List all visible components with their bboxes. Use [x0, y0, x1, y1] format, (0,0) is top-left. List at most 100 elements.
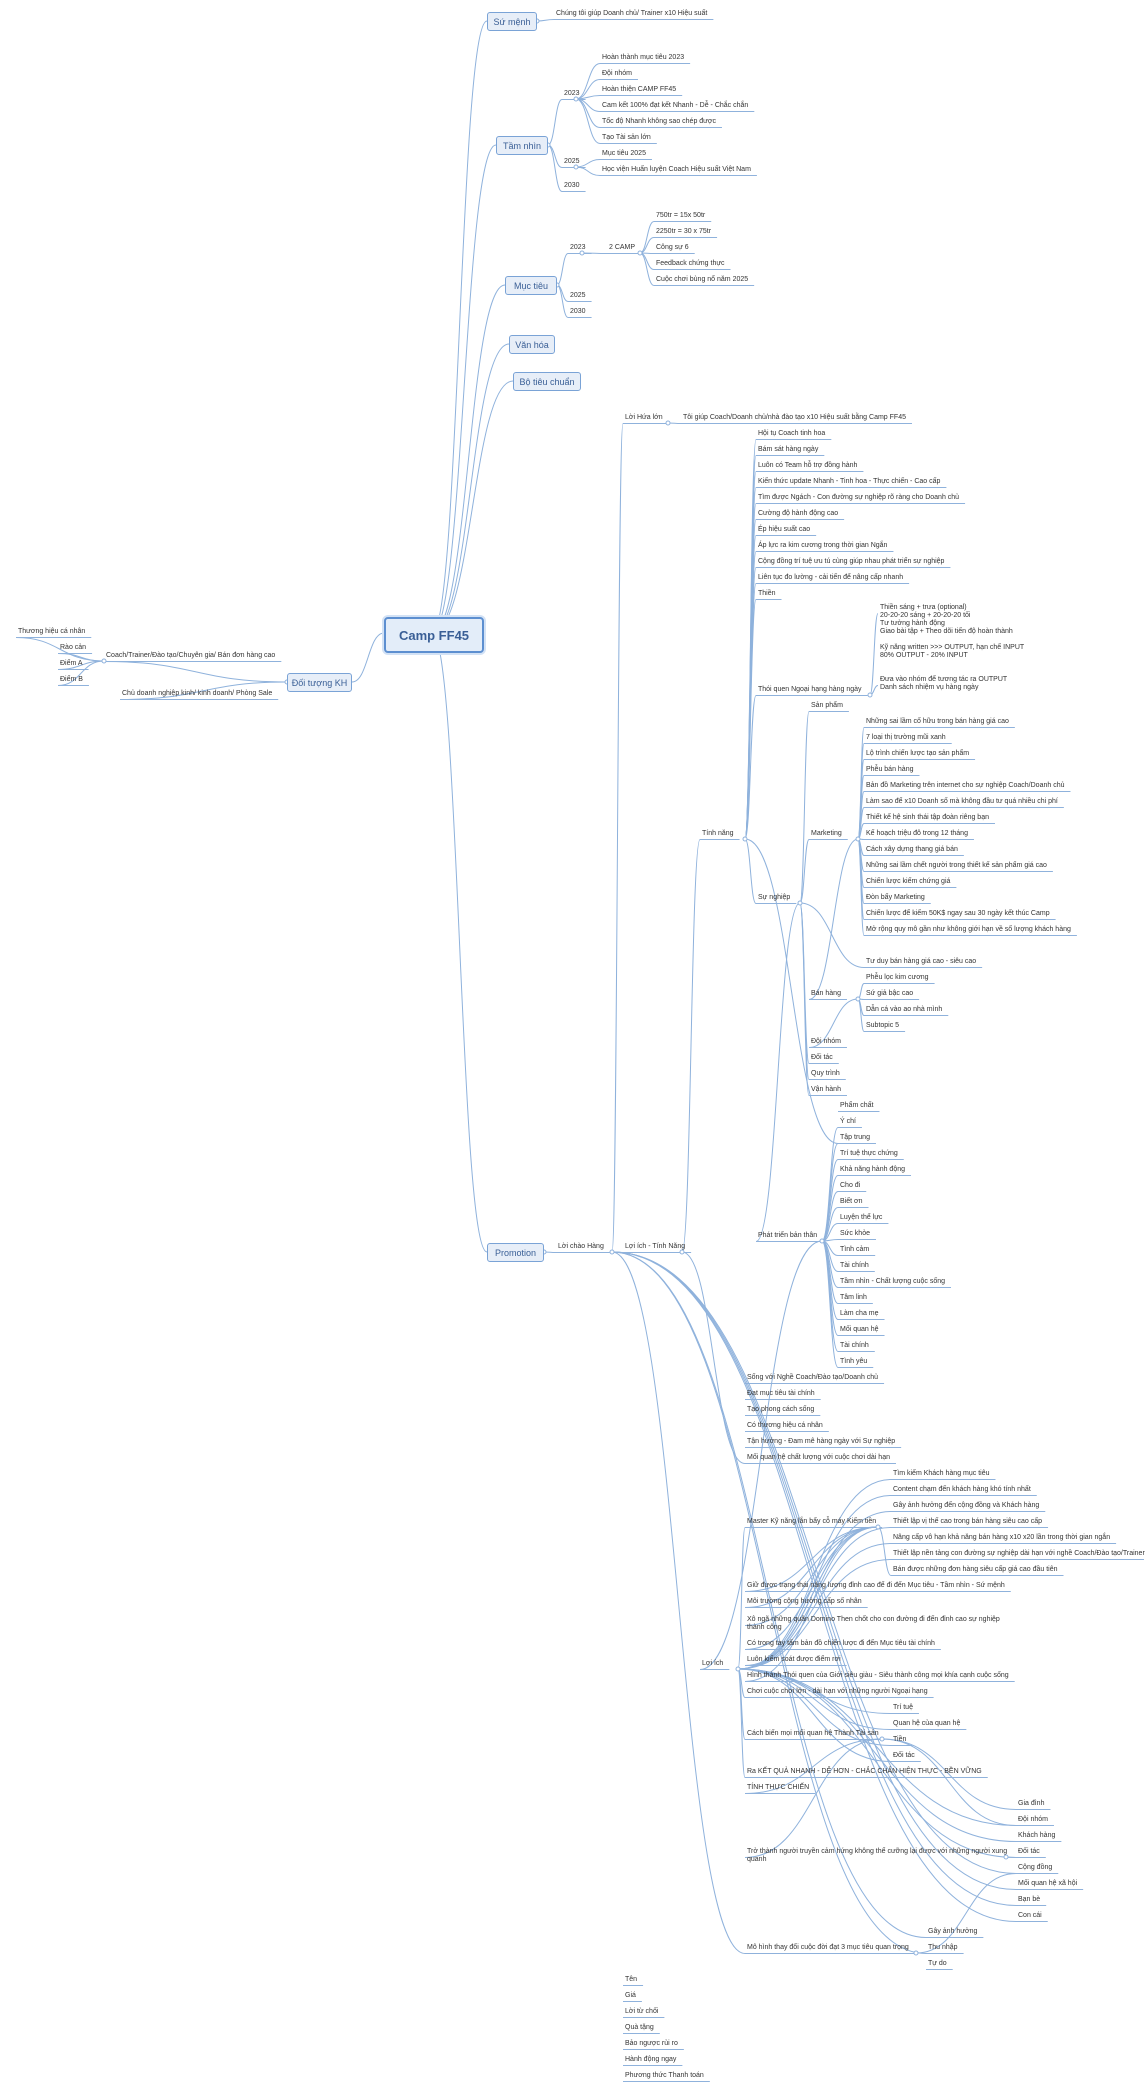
topic-label-113[interactable]: Cách biến mọi mối quan hệ Thành Tài sản: [747, 1730, 879, 1737]
topic-label-108[interactable]: Xô ngã những quân Domino Then chốt cho c…: [747, 1616, 1000, 1631]
topic-label-135[interactable]: Lời từ chối: [625, 2008, 659, 2015]
topic-label-117[interactable]: Đối tác: [893, 1752, 915, 1759]
topic-label-95[interactable]: Có thương hiệu cá nhân: [747, 1422, 823, 1429]
topic-label-38[interactable]: Ép hiệu suất cao: [758, 526, 811, 533]
topic-label-20[interactable]: 2030: [570, 308, 586, 315]
root-node[interactable]: Camp FF45: [384, 617, 484, 653]
topic-label-47[interactable]: Sản phẩm: [811, 702, 843, 709]
topic-label-48[interactable]: Marketing: [811, 830, 842, 837]
topic-label-34[interactable]: Luôn có Team hỗ trợ đồng hành: [758, 462, 858, 469]
topic-label-32[interactable]: Hội tụ Coach tinh hoa: [758, 430, 826, 437]
topic-label-1[interactable]: 2023: [564, 90, 580, 97]
branch-su-menh[interactable]: Sứ mệnh: [487, 12, 537, 31]
topic-label-42[interactable]: Thiền: [758, 590, 776, 597]
topic-label-129[interactable]: Mô hình thay đổi cuộc đời đạt 3 mục tiêu…: [747, 1944, 909, 1951]
topic-label-79[interactable]: Cho đi: [840, 1182, 861, 1189]
topic-label-82[interactable]: Sức khỏe: [840, 1230, 870, 1237]
topic-label-2[interactable]: Hoàn thành mục tiêu 2023: [602, 54, 685, 61]
topic-label-94[interactable]: Tạo phong cách sống: [747, 1406, 815, 1413]
topic-label-57[interactable]: Cách xây dựng thang giá bán: [866, 846, 958, 853]
branch-van-hoa[interactable]: Văn hóa: [509, 335, 555, 354]
topic-label-102[interactable]: Thiết lập vị thế cao trong bán hàng siêu…: [893, 1518, 1043, 1525]
topic-label-105[interactable]: Bán được những đơn hàng siêu cấp giá cao…: [893, 1566, 1058, 1573]
topic-label-17[interactable]: Feedback chứng thực: [656, 260, 725, 267]
topic-label-15[interactable]: 2250tr = 30 x 75tr: [656, 228, 712, 235]
topic-label-107[interactable]: Môi trường cộng hưởng cấp số nhân: [747, 1598, 862, 1605]
branch-doi-tuong-kh[interactable]: Đối tượng KH: [287, 673, 352, 692]
topic-label-138[interactable]: Hành động ngay: [625, 2056, 677, 2063]
topic-label-49[interactable]: Những sai lầm cố hữu trong bán hàng giá …: [866, 718, 1009, 725]
topic-label-85[interactable]: Tầm nhìn - Chất lượng cuộc sống: [840, 1278, 945, 1285]
topic-label-96[interactable]: Tận hưởng - Đam mê hàng ngày với Sự nghi…: [747, 1438, 896, 1445]
topic-label-29[interactable]: Tôi giúp Coach/Doanh chủ/nhà đào tạo x10…: [683, 414, 906, 421]
topic-label-54[interactable]: Làm sao để x10 Doanh số mà không đầu tư …: [866, 798, 1058, 805]
topic-label-127[interactable]: Bạn bè: [1018, 1896, 1041, 1903]
topic-label-136[interactable]: Quà tặng: [625, 2024, 654, 2031]
topic-label-64[interactable]: Tư duy bán hàng giá cao - siêu cao: [866, 958, 977, 965]
topic-label-8[interactable]: 2025: [564, 158, 580, 165]
topic-label-30[interactable]: Lợi ích - Tính Năng: [625, 1243, 686, 1250]
topic-label-61[interactable]: Chiến lược để kiếm 50K$ ngay sau 30 ngày…: [866, 910, 1050, 917]
topic-label-6[interactable]: Tốc độ Nhanh không sao chép được: [602, 118, 716, 125]
topic-label-62[interactable]: Mở rộng quy mô gần như không giới hạn về…: [866, 926, 1071, 933]
topic-label-14[interactable]: 750tr = 15x 50tr: [656, 212, 706, 219]
topic-label-120[interactable]: Trở thành người truyền cảm hứng không th…: [747, 1848, 1008, 1863]
branch-muc-tieu[interactable]: Mục tiêu: [505, 276, 557, 295]
topic-label-76[interactable]: Tập trung: [840, 1134, 870, 1141]
topic-label-97[interactable]: Mối quan hệ chất lượng với cuộc chơi dài…: [747, 1454, 890, 1461]
topic-label-44[interactable]: Thiền sáng + trưa (optional) 20-20-20 sá…: [880, 604, 1025, 659]
topic-label-124[interactable]: Đối tác: [1018, 1848, 1040, 1855]
topic-label-89[interactable]: Tài chính: [840, 1342, 869, 1349]
topic-label-104[interactable]: Thiết lập nền tảng con đường sự nghiệp d…: [893, 1550, 1145, 1557]
topic-label-111[interactable]: Hình thành Thói quen của Giới siêu giàu …: [747, 1672, 1009, 1679]
topic-label-16[interactable]: Công sự 6: [656, 244, 689, 251]
topic-label-68[interactable]: Subtopic 5: [866, 1022, 900, 1029]
topic-label-71[interactable]: Quy trình: [811, 1070, 840, 1077]
topic-label-67[interactable]: Dẫn cá vào ao nhà mình: [866, 1006, 943, 1013]
topic-label-28[interactable]: Lời Hứa lớn: [625, 414, 663, 421]
branch-tam-nhin[interactable]: Tầm nhìn: [496, 136, 548, 155]
topic-label-84[interactable]: Tài chính: [840, 1262, 869, 1269]
topic-label-130[interactable]: Gây ảnh hưởng: [928, 1928, 978, 1935]
topic-label-13[interactable]: 2 CAMP: [609, 244, 636, 251]
topic-label-92[interactable]: Sống với Nghề Coach/Đào tạo/Doanh chủ: [747, 1374, 879, 1381]
topic-label-9[interactable]: Mục tiêu 2025: [602, 150, 646, 157]
topic-label-37[interactable]: Cường độ hành động cao: [758, 510, 839, 517]
topic-label-66[interactable]: Sứ giả bậc cao: [866, 990, 914, 997]
topic-label-46[interactable]: Sự nghiệp: [758, 894, 791, 901]
branch-bo-tieu-chuan[interactable]: Bộ tiêu chuẩn: [513, 372, 581, 391]
topic-label-98[interactable]: Master Kỹ năng lắn bẩy cỗ máy Kiếm tiền: [747, 1518, 877, 1525]
topic-label-133[interactable]: Tên: [625, 1976, 638, 1983]
topic-label-74[interactable]: Phẩm chất: [840, 1102, 874, 1109]
topic-label-70[interactable]: Đối tác: [811, 1054, 833, 1061]
topic-label-119[interactable]: TÍNH THỰC CHIẾN: [747, 1784, 810, 1791]
topic-label-112[interactable]: Chơi cuộc chơi lớn - dài hạn với những n…: [747, 1688, 928, 1695]
topic-label-5[interactable]: Cam kết 100% đạt kết Nhanh - Dễ - Chắc c…: [602, 102, 749, 109]
topic-label-88[interactable]: Mối quan hệ: [840, 1326, 879, 1333]
topic-label-69[interactable]: Đội nhóm: [811, 1038, 841, 1045]
topic-label-50[interactable]: 7 loại thị trường mũi xanh: [866, 734, 946, 741]
topic-label-83[interactable]: Tình cảm: [840, 1246, 870, 1253]
topic-label-43[interactable]: Thói quen Ngoại hạng hàng ngày: [758, 686, 862, 693]
topic-label-103[interactable]: Nâng cấp vô hạn khả năng bán hàng x10 x2…: [893, 1534, 1111, 1541]
topic-label-65[interactable]: Phễu lọc kim cương: [866, 974, 929, 981]
topic-label-100[interactable]: Content chạm đến khách hàng khó tính nhấ…: [893, 1486, 1031, 1493]
topic-label-132[interactable]: Tự do: [928, 1960, 947, 1967]
topic-label-63[interactable]: Bán hàng: [811, 990, 841, 997]
topic-label-45[interactable]: Đưa vào nhóm để tương tác ra OUTPUT Danh…: [880, 676, 1008, 691]
topic-label-101[interactable]: Gây ảnh hưởng đến cộng đồng và Khách hàn…: [893, 1502, 1040, 1509]
topic-label-35[interactable]: Kiến thức update Nhanh - Tinh hoa - Thực…: [758, 478, 941, 485]
topic-label-125[interactable]: Cộng đồng: [1018, 1864, 1053, 1871]
topic-label-12[interactable]: 2023: [570, 244, 586, 251]
topic-label-53[interactable]: Bản đồ Marketing trên internet cho sự ng…: [866, 782, 1065, 789]
topic-label-33[interactable]: Bám sát hàng ngày: [758, 446, 819, 453]
topic-label-78[interactable]: Khả năng hành động: [840, 1166, 906, 1173]
topic-label-36[interactable]: Tìm được Ngách - Con đường sự nghiệp rõ …: [758, 494, 960, 501]
topic-label-116[interactable]: Tiền: [893, 1736, 907, 1743]
topic-label-18[interactable]: Cuộc chơi bùng nổ năm 2025: [656, 276, 749, 283]
topic-label-72[interactable]: Vận hành: [811, 1086, 841, 1093]
topic-label-19[interactable]: 2025: [570, 292, 586, 299]
topic-label-139[interactable]: Phương thức Thanh toán: [625, 2072, 704, 2079]
topic-label-91[interactable]: Lợi ích: [702, 1660, 724, 1667]
topic-label-77[interactable]: Trí tuệ thực chứng: [840, 1150, 898, 1157]
